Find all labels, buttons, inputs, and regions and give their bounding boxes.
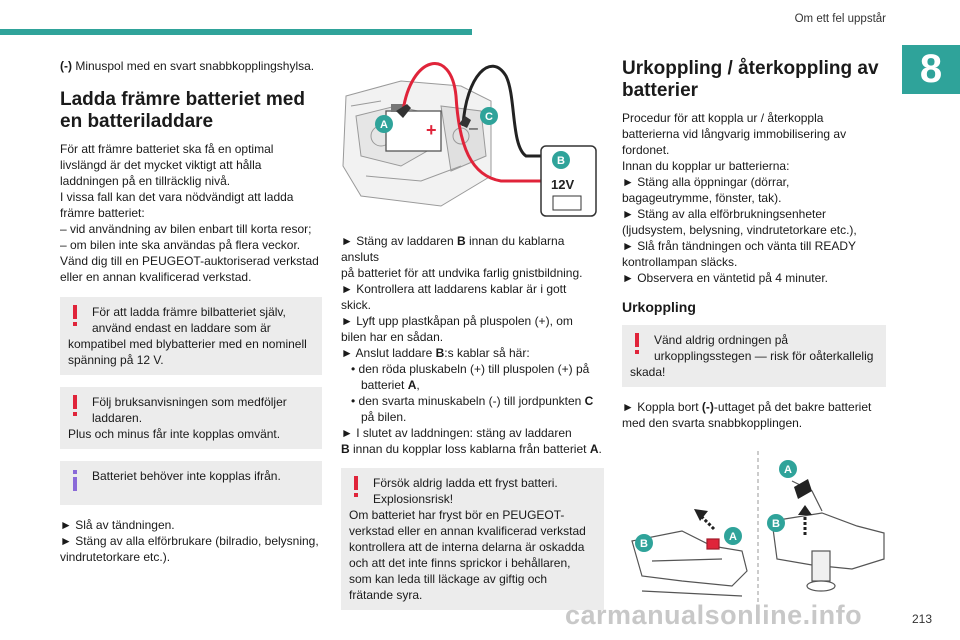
step-line: ► Lyft upp plastkåpan på pluspolen (+), … xyxy=(341,314,573,328)
step-line: ► Stäng av alla elförbrukare (bilradio, … xyxy=(60,534,319,548)
page-number: 213 xyxy=(911,612,932,626)
disconnect-step: ► Koppla bort (-)-uttaget på det bakre b… xyxy=(622,399,886,431)
warning-line: Plus och minus får inte kopplas omvänt. xyxy=(68,427,281,441)
warning-line: Försök aldrig ladda ett fryst batteri. xyxy=(373,476,558,490)
step-line: med den svarta snabbkopplingen. xyxy=(622,416,803,430)
step-line: ► Kontrollera att laddarens kablar är i … xyxy=(341,282,567,296)
intro-line: (ljudsystem, belysning, vindrutetorkare … xyxy=(622,223,857,237)
left-label-b: B xyxy=(640,538,648,550)
step-line: batteriet A, xyxy=(361,378,420,392)
warning-box-instructions: Följ bruksanvisningen som medföljer ladd… xyxy=(60,387,322,449)
step-line: ► Anslut laddare B:s kablar så här: xyxy=(341,346,530,360)
chapter-tab: 8 xyxy=(902,45,960,94)
subheading-disconnection: Urkoppling xyxy=(622,299,696,315)
step-line: ► Stäng av laddaren B innan du kablarna … xyxy=(341,234,565,264)
step-line: ► Koppla bort (-)-uttaget på det bakre b… xyxy=(622,400,872,414)
intro-line: ► Stäng alla öppningar (dörrar, xyxy=(622,175,790,189)
watermark: carmanualsonline.info xyxy=(565,600,863,630)
warning-box-charger: För att ladda främre bilbatteriet själv,… xyxy=(60,297,322,375)
step-line: • den röda pluskabeln (+) till pluspolen… xyxy=(351,362,590,376)
warning-line: Vänd aldrig ordningen på xyxy=(654,333,789,347)
intro-line: kontrollampan släcks. xyxy=(622,255,738,269)
intro-line: Vänd dig till en PEUGEOT-auktoriserad ve… xyxy=(60,254,319,268)
label-a-badge xyxy=(375,115,393,133)
warning-line: som kan leda till läckage av giftig och xyxy=(349,572,548,586)
step-line: B innan du kopplar loss kablarna från ba… xyxy=(341,442,602,456)
header-accent-bar xyxy=(0,29,472,35)
warning-exclamation-icon xyxy=(73,305,77,326)
column-middle: + – 12V B A C ► Stäng av laddaren B inna… xyxy=(341,56,604,610)
warning-line: använd endast en laddare som är xyxy=(92,321,271,335)
intro-line: – om bilen inte ska användas på flera ve… xyxy=(60,238,301,252)
charger-voltage-label: 12V xyxy=(551,177,574,192)
intro-line: ► Stäng av alla elförbrukningsenheter xyxy=(622,207,826,221)
intro-line: ► Slå från tändningen och vänta till REA… xyxy=(622,239,857,253)
intro-line: eller en annan kvalificerad verkstad. xyxy=(60,270,252,284)
left-label-a: A xyxy=(729,531,737,543)
battery-charger-illustration: + – 12V B A C xyxy=(342,62,597,217)
intro-line: laddningen på en tillräcklig nivå. xyxy=(60,174,231,188)
warning-line: För att ladda främre bilbatteriet själv, xyxy=(92,305,286,319)
warning-line: Om batteriet har fryst bör en PEUGEOT- xyxy=(349,508,565,522)
step-line: på batteriet för att undvika farlig gnis… xyxy=(341,266,583,280)
step-line: ► Slå av tändningen. xyxy=(60,518,175,532)
warning-exclamation-icon xyxy=(73,395,77,416)
warning-line: och att det inte finns sprickor i behåll… xyxy=(349,556,571,570)
minus-sign: – xyxy=(469,120,478,137)
intro-line: fordonet. xyxy=(622,143,670,157)
warning-line: skada! xyxy=(630,365,666,379)
warning-line: spänning på 12 V. xyxy=(68,353,164,367)
right-label-a: A xyxy=(784,464,792,476)
intro-line: För att främre batteriet ska få en optim… xyxy=(60,142,274,156)
warning-line: kompatibel med blybatterier med en nomin… xyxy=(68,337,307,351)
disconnect-illustration: A B A B xyxy=(631,451,885,621)
warning-line: urkopplingsstegen — risk för oåterkallel… xyxy=(654,349,874,363)
minus-pole-line: (-) Minuspol med en svart snabbkopplings… xyxy=(60,59,315,73)
intro-line: livslängd är det mycket viktigt att håll… xyxy=(60,158,262,172)
step-line: skick. xyxy=(341,298,371,312)
info-box-disconnect: Batteriet behöver inte kopplas ifrån. xyxy=(60,461,322,505)
intro-line: bagageutrymme, fönster, tak). xyxy=(622,191,782,205)
step-line: på bilen. xyxy=(361,410,407,424)
info-line: Batteriet behöver inte kopplas ifrån. xyxy=(92,469,281,483)
warning-line: Explosionsrisk! xyxy=(373,492,454,506)
warning-box-order: Vänd aldrig ordningen på urkopplingssteg… xyxy=(622,325,886,387)
intro-line: främre batteriet: xyxy=(60,206,145,220)
steps-ignition: ► Slå av tändningen. ► Stäng av alla elf… xyxy=(60,517,322,565)
intro-line: batterierna vid långvarig immobilisering… xyxy=(622,127,847,141)
warning-line: verkstad eller en annan kvalificerad ver… xyxy=(349,524,586,538)
charging-steps: ► Stäng av laddaren B innan du kablarna … xyxy=(341,233,604,457)
label-b: B xyxy=(557,155,565,167)
intro-line: Procedur för att koppla ur / återkoppla xyxy=(622,111,824,125)
info-icon xyxy=(73,470,77,491)
step-line: • den svarta minuskabeln (-) till jordpu… xyxy=(351,394,594,408)
label-a: A xyxy=(380,119,388,131)
disconnect-intro: Procedur för att koppla ur / återkoppla … xyxy=(622,110,886,286)
intro-line: I vissa fall kan det vara nödvändigt att… xyxy=(60,190,294,204)
intro-line: Innan du kopplar ur batterierna: xyxy=(622,159,790,173)
warning-line: laddaren. xyxy=(92,411,143,425)
intro-line: ► Observera en väntetid på 4 minuter. xyxy=(622,271,828,285)
warning-exclamation-icon xyxy=(635,333,639,354)
intro-text: För att främre batteriet ska få en optim… xyxy=(60,141,322,285)
right-label-b: B xyxy=(772,518,780,530)
step-line: bilen har en sådan. xyxy=(341,330,444,344)
step-line: ► I slutet av laddningen: stäng av ladda… xyxy=(341,426,572,440)
section-title: Om ett fel uppstår xyxy=(794,13,886,25)
warning-exclamation-icon xyxy=(354,476,358,497)
label-c: C xyxy=(485,111,493,123)
plus-sign: + xyxy=(426,120,437,140)
step-line: vindrutetorkare etc.). xyxy=(60,550,171,564)
label-c-badge xyxy=(480,107,498,125)
warning-line: kontrollera att de interna delarna är os… xyxy=(349,540,585,554)
warning-line: Följ bruksanvisningen som medföljer xyxy=(92,395,287,409)
label-b-badge xyxy=(552,151,570,169)
warning-line: frätande syra. xyxy=(349,588,423,602)
warning-box-frozen-battery: Försök aldrig ladda ett fryst batteri. E… xyxy=(341,468,604,610)
column-left: (-) Minuspol med en svart snabbkopplings… xyxy=(60,58,322,565)
intro-line: – vid användning av bilen enbart till ko… xyxy=(60,222,312,236)
